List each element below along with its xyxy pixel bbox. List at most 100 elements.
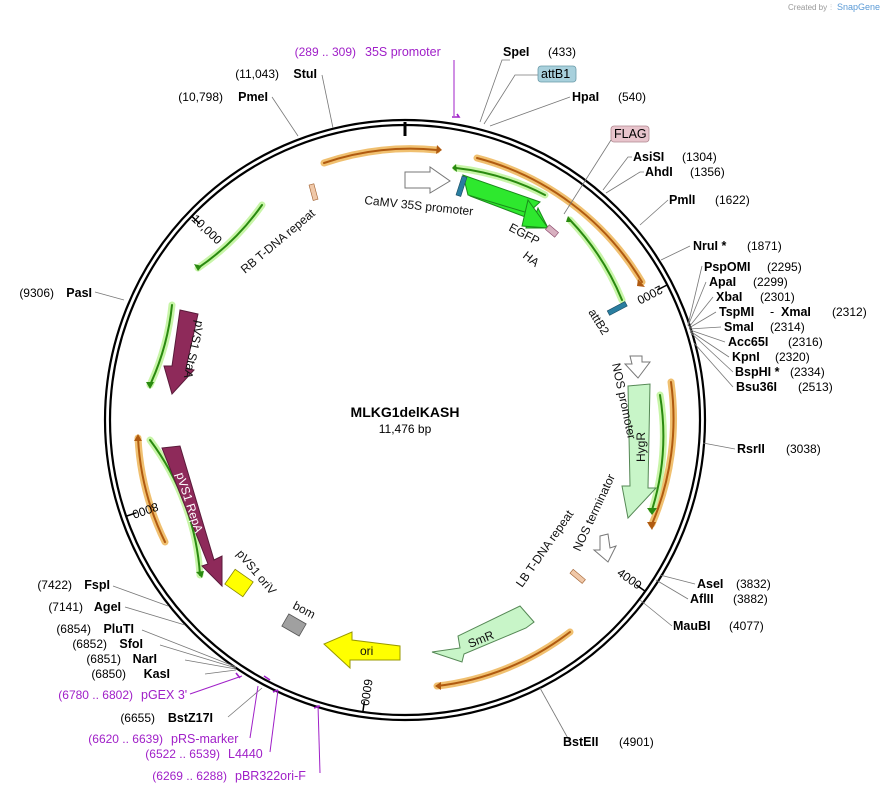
- site-nari-pos: (6851): [86, 652, 121, 666]
- primer-35s-range: (289 .. 309): [295, 45, 356, 59]
- site-asei[interactable]: AseI: [697, 577, 723, 591]
- site-sfoi-pos: (6852): [72, 637, 107, 651]
- site-xbai-pos: (2301): [760, 290, 795, 304]
- site-bsteii-pos: (4901): [619, 735, 654, 749]
- label-lb-tdna-repeat: LB T-DNA repeat: [513, 507, 577, 590]
- primer-pbr322-name[interactable]: pBR322ori-F: [235, 769, 306, 783]
- feature-ori[interactable]: [323, 631, 401, 670]
- feature-pvs1-staa[interactable]: [163, 309, 199, 395]
- site-aflii-pos: (3882): [733, 592, 768, 606]
- tick-label: 4000: [614, 565, 644, 592]
- flag-leader: [563, 139, 612, 215]
- site-bstz17i[interactable]: BstZ17I: [168, 711, 213, 725]
- flag-box[interactable]: [610, 125, 650, 143]
- feature-nos-promoter[interactable]: [623, 355, 651, 379]
- tick-mark: [125, 511, 137, 517]
- site-sfoi[interactable]: SfoI: [119, 637, 143, 651]
- site-hpai[interactable]: HpaI: [572, 90, 599, 104]
- site-agei[interactable]: AgeI: [94, 600, 121, 614]
- site-pasi-pos: (9306): [19, 286, 54, 300]
- site-stui-pos: (11,043): [235, 67, 279, 81]
- snapgene-logo-icon: ⫶: [830, 3, 832, 12]
- site-kasi-pos: (6850): [91, 667, 126, 681]
- site-acc65i-pos: (2316): [788, 335, 823, 349]
- feature-lb-tdna-repeat[interactable]: [569, 568, 586, 584]
- tick-mark: [635, 584, 646, 592]
- tick-mark: [191, 215, 201, 225]
- feature-bom[interactable]: [281, 613, 307, 637]
- site-xbai[interactable]: XbaI: [716, 290, 742, 304]
- feature-nos-terminator[interactable]: [592, 533, 617, 563]
- primer-l4440-range: (6522 .. 6539): [145, 747, 220, 761]
- feature-smr[interactable]: [431, 605, 535, 663]
- site-nari[interactable]: NarI: [133, 652, 157, 666]
- site-bsu36i[interactable]: Bsu36I: [736, 380, 777, 394]
- site-pspomi[interactable]: PspOMI: [704, 260, 751, 274]
- label-pvs1-repa: pVS1 RepA: [173, 471, 206, 535]
- feature-pvs1-repa[interactable]: [161, 445, 223, 588]
- site-rsrii[interactable]: RsrII: [737, 442, 765, 456]
- site-labels: SpeI (433) HpaI (540) AsiSI (1304) AhdI …: [503, 45, 867, 749]
- primer-35s-name[interactable]: 35S promoter: [365, 45, 441, 59]
- feature-hygr[interactable]: [621, 383, 658, 520]
- site-pasi[interactable]: PasI: [66, 286, 92, 300]
- feature-rb-tdna-repeat[interactable]: [308, 183, 319, 201]
- site-pluti[interactable]: PluTI: [103, 622, 134, 636]
- site-ahdi-pos: (1356): [690, 165, 725, 179]
- label-ori: ori: [360, 644, 373, 658]
- site-smai-pos: (2314): [770, 320, 805, 334]
- primer-prs-name[interactable]: pRS-marker: [171, 732, 238, 746]
- site-tspmi-pos: (2312): [832, 305, 867, 319]
- label-nos-terminator: NOS terminator: [570, 472, 618, 553]
- ha-marker: [545, 224, 559, 238]
- site-kpni-pos: (2320): [775, 350, 810, 364]
- label-ha: HA: [520, 248, 542, 269]
- site-kpni[interactable]: KpnI: [732, 350, 760, 364]
- site-agei-pos: (7141): [48, 600, 83, 614]
- site-aflii[interactable]: AflII: [690, 592, 714, 606]
- primer-arrows: [235, 113, 461, 709]
- feature-attb2[interactable]: [606, 301, 628, 316]
- map-length: 11,476 bp: [379, 422, 432, 436]
- site-pmli[interactable]: PmlI: [669, 193, 695, 207]
- site-apai[interactable]: ApaI: [709, 275, 736, 289]
- site-kasi[interactable]: KasI: [144, 667, 170, 681]
- site-nrui[interactable]: NruI *: [693, 239, 726, 253]
- site-asisi[interactable]: AsiSI: [633, 150, 664, 164]
- site-bsphi[interactable]: BspHI *: [735, 365, 780, 379]
- site-hpai-pos: (540): [618, 90, 646, 104]
- tick-marks: [125, 215, 668, 713]
- site-bsteii[interactable]: BstEII: [563, 735, 598, 749]
- site-pluti-pos: (6854): [56, 622, 91, 636]
- site-xmai[interactable]: XmaI: [781, 305, 811, 319]
- tick-mark: [362, 700, 366, 713]
- site-ahdi[interactable]: AhdI: [645, 165, 673, 179]
- attb1-marker: [455, 175, 468, 197]
- feature-pvs1-oriv[interactable]: [224, 568, 254, 598]
- site-maubi[interactable]: MauBI: [673, 619, 711, 633]
- site-pmei[interactable]: PmeI: [238, 90, 268, 104]
- site-spei[interactable]: SpeI: [503, 45, 529, 59]
- site-smai[interactable]: SmaI: [724, 320, 754, 334]
- site-maubi-pos: (4077): [729, 619, 764, 633]
- site-stui[interactable]: StuI: [293, 67, 317, 81]
- site-bsu36i-pos: (2513): [798, 380, 833, 394]
- site-acc65i[interactable]: Acc65I: [728, 335, 768, 349]
- site-spei-pos: (433): [548, 45, 576, 59]
- site-pmei-pos: (10,798): [178, 90, 223, 104]
- site-leader-lines: [94, 59, 736, 743]
- site-bsphi-pos: (2334): [790, 365, 825, 379]
- site-tspmi[interactable]: TspMI: [719, 305, 754, 319]
- site-rsrii-pos: (3038): [786, 442, 821, 456]
- primer-leader-lines: [189, 60, 455, 774]
- primer-labels: (289 .. 309) 35S promoter (6780 .. 6802)…: [58, 45, 440, 783]
- site-nrui-pos: (1871): [747, 239, 782, 253]
- primer-pgex-name[interactable]: pGEX 3': [141, 688, 187, 702]
- primer-l4440-name[interactable]: L4440: [228, 747, 263, 761]
- credit-brand[interactable]: SnapGene: [837, 2, 880, 12]
- site-asisi-pos: (1304): [682, 150, 717, 164]
- attb1-box[interactable]: [537, 65, 577, 83]
- feature-camv-35s-promoter[interactable]: [404, 166, 451, 194]
- site-fspi[interactable]: FspI: [84, 578, 110, 592]
